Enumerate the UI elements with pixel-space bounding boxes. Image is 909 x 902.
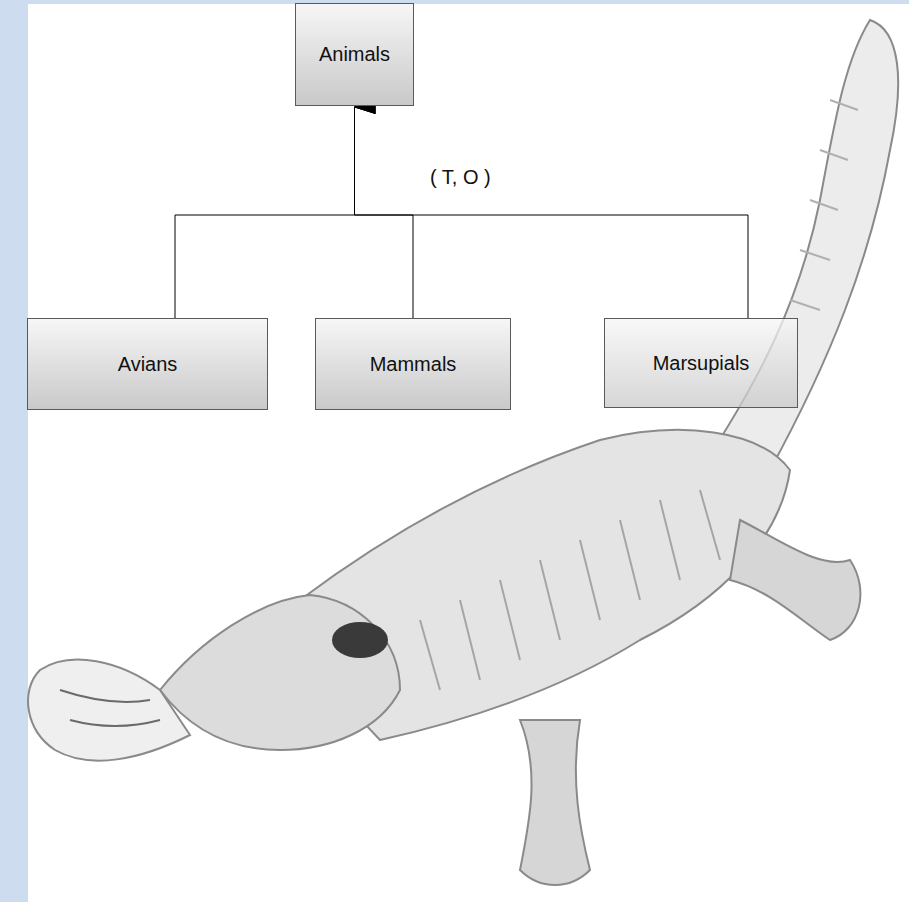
platypus-sketch	[28, 20, 898, 885]
constraint-label: ( T, O )	[428, 166, 493, 189]
class-name: Marsupials	[645, 352, 758, 375]
generalization-connector	[175, 107, 355, 318]
platypus-eye-patch	[332, 622, 388, 658]
superclass-box: Animals	[295, 3, 414, 106]
class-name: Mammals	[362, 353, 465, 376]
top-band	[0, 0, 909, 4]
platypus-bill	[28, 660, 190, 761]
subclass-box: Marsupials	[604, 318, 798, 408]
class-name: Avians	[110, 353, 186, 376]
platypus-hind-foot	[730, 520, 860, 640]
tail-hatching	[790, 100, 858, 310]
generalization-connector	[355, 107, 749, 318]
generalization-connector	[355, 107, 414, 318]
fur-hatching	[420, 490, 720, 690]
subclass-box: Mammals	[315, 318, 511, 410]
bill-lines	[60, 690, 160, 726]
subclass-box: Avians	[27, 318, 268, 410]
platypus-front-foot	[520, 720, 590, 885]
side-band	[0, 0, 28, 902]
platypus-head	[160, 595, 400, 750]
class-name: Animals	[311, 43, 398, 66]
